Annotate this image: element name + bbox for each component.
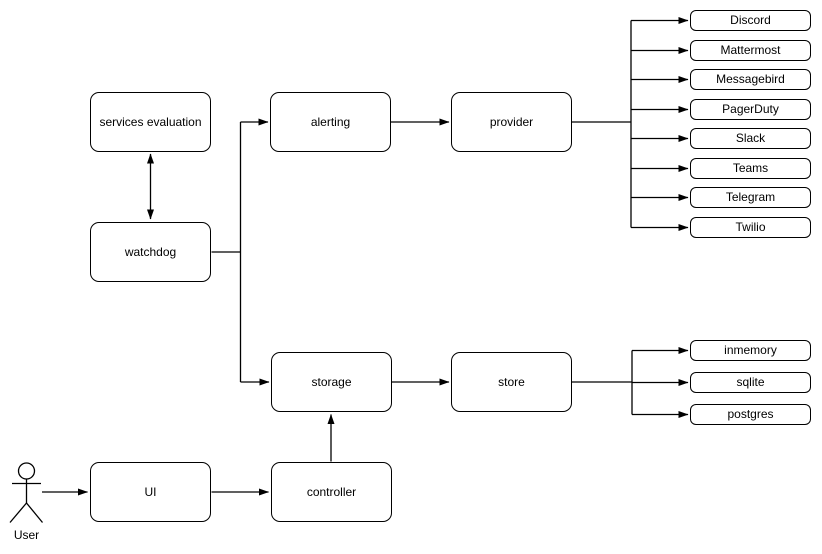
provider-node-pagerduty: PagerDuty	[690, 99, 811, 120]
provider-node-teams: Teams	[690, 158, 811, 179]
store-node-inmemory: inmemory	[690, 340, 811, 361]
provider-node-discord: Discord	[690, 10, 811, 31]
user-actor-icon	[9, 462, 44, 523]
node-provider: provider	[451, 92, 572, 152]
store-node-postgres: postgres	[690, 404, 811, 425]
node-services-evaluation: services evaluation	[90, 92, 211, 152]
node-storage: storage	[271, 352, 392, 412]
provider-node-messagebird: Messagebird	[690, 69, 811, 90]
actor-leg-right	[25, 502, 44, 523]
node-controller: controller	[271, 462, 392, 522]
provider-node-mattermost: Mattermost	[690, 40, 811, 61]
provider-node-telegram: Telegram	[690, 187, 811, 208]
node-ui: UI	[90, 462, 211, 522]
node-watchdog: watchdog	[90, 222, 211, 282]
provider-node-slack: Slack	[690, 128, 811, 149]
store-node-sqlite: sqlite	[690, 372, 811, 393]
node-alerting: alerting	[270, 92, 391, 152]
actor-leg-left	[9, 502, 27, 523]
provider-node-twilio: Twilio	[690, 217, 811, 238]
user-actor-label: User	[13, 528, 40, 542]
node-store: store	[451, 352, 572, 412]
actor-head	[17, 462, 36, 480]
